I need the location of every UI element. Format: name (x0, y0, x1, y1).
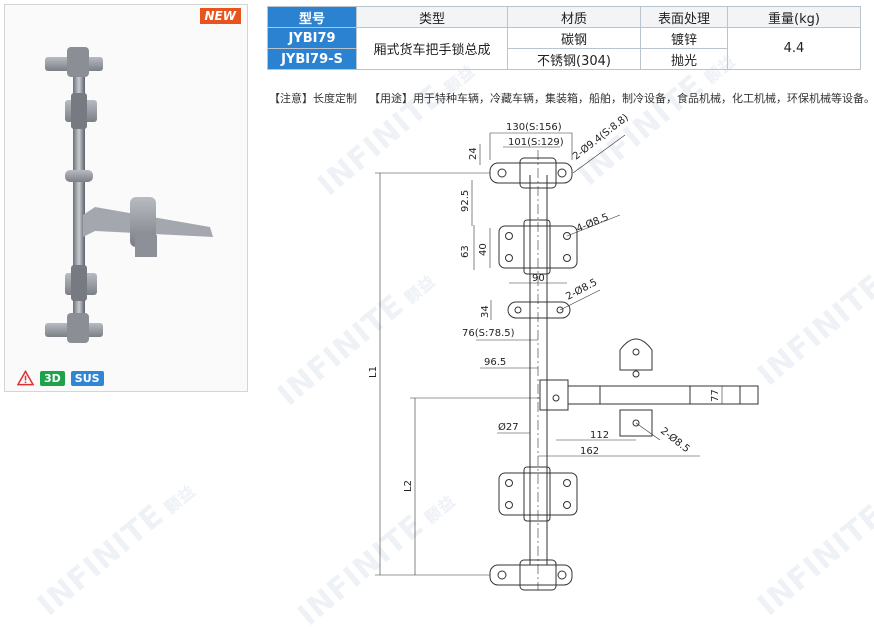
dim-76: 76(S:78.5) (462, 328, 515, 339)
dim-130: 130(S:156) (506, 122, 562, 133)
product-photo (45, 47, 213, 343)
table-row: JYBI79-S 不锈钢(304) 抛光 (267, 48, 861, 70)
dim-l1: L1 (368, 366, 379, 378)
model-cell: JYBI79 (267, 27, 357, 49)
dim-hole-guide: 2-Ø8.5 (564, 276, 599, 302)
new-badge: NEW (199, 8, 241, 24)
warning-icon (17, 370, 34, 386)
note-usage: 【用途】用于特种车辆，冷藏车辆，集装箱，船舶，制冷设备，食品机械，化工机械，环保… (369, 92, 874, 105)
dim-162: 162 (580, 446, 599, 457)
feature-tags: 3D SUS (17, 370, 104, 386)
dim-40: 40 (478, 243, 489, 256)
dim-l2: L2 (403, 480, 414, 492)
dim-hole-top: 2-Ø9.4(S:8.8) (570, 111, 630, 162)
spec-table: 型号 类型 材质 表面处理 重量(kg) JYBI79 厢式货车把手锁总成 碳钢… (267, 6, 861, 70)
note-custom-length: 【注意】长度定制 (269, 92, 357, 105)
dim-63: 63 (460, 245, 471, 258)
weight-cell: 4.4 (727, 27, 861, 70)
dim-92-5: 92.5 (460, 190, 471, 212)
material-cell: 不锈钢(304) (507, 48, 641, 70)
notes-line: 【注意】长度定制【用途】用于特种车辆，冷藏车辆，集装箱，船舶，制冷设备，食品机械… (269, 90, 874, 106)
dim-27: Ø27 (498, 421, 519, 433)
type-cell: 厢式货车把手锁总成 (356, 27, 508, 70)
dim-112: 112 (590, 430, 609, 441)
dim-90: 90 (532, 273, 545, 284)
dim-77: 77 (710, 389, 721, 402)
dim-101: 101(S:129) (508, 137, 564, 148)
table-header-row: 型号 类型 材质 表面处理 重量(kg) (267, 6, 861, 28)
col-weight: 重量(kg) (727, 6, 861, 28)
3d-tag: 3D (40, 370, 65, 386)
col-type: 类型 (356, 6, 508, 28)
model-cell: JYBI79-S (267, 48, 357, 70)
sus-tag: SUS (70, 370, 104, 386)
table-row: JYBI79 厢式货车把手锁总成 碳钢 镀锌 4.4 (267, 27, 861, 70)
dim-hole-handle: 2-Ø8.5 (658, 425, 692, 455)
col-material: 材质 (507, 6, 641, 28)
dim-24: 24 (468, 147, 479, 160)
product-photo-panel: NEW (4, 4, 248, 392)
dim-34: 34 (480, 305, 491, 318)
col-model: 型号 (267, 6, 357, 28)
dim-96-5: 96.5 (484, 357, 506, 368)
finish-cell: 抛光 (640, 48, 728, 70)
col-finish: 表面处理 (640, 6, 728, 28)
dim-hole-mid: 4-Ø8.5 (575, 211, 611, 235)
